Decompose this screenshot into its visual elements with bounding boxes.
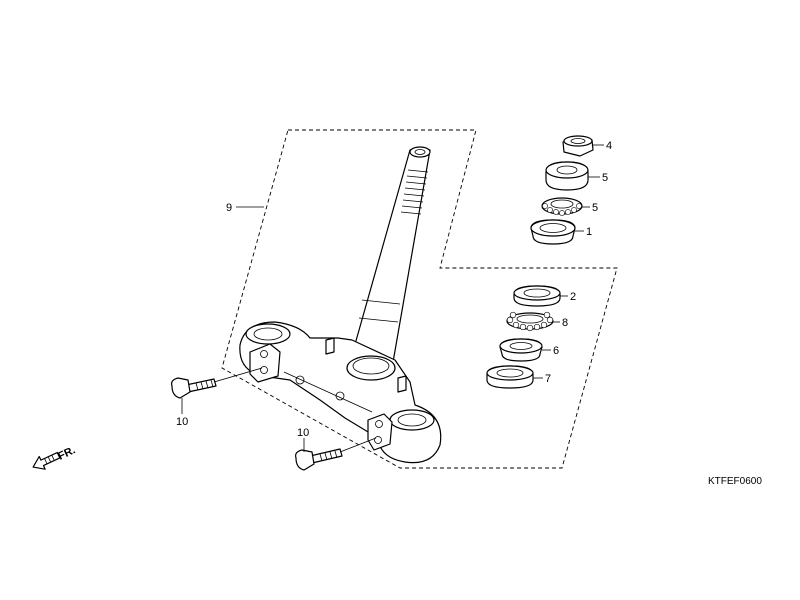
callout-5: 5 (602, 172, 608, 184)
front-arrow-icon (32, 451, 61, 470)
callout-10-left: 10 (176, 416, 188, 428)
dust-seal[interactable] (486, 365, 534, 389)
lock-nut[interactable] (562, 135, 594, 157)
ball-race[interactable] (499, 338, 543, 362)
leader-lines (181, 144, 604, 453)
steering-stem[interactable] (239, 146, 442, 464)
callout-2: 2 (570, 291, 576, 303)
callout-8: 8 (562, 317, 568, 329)
bolt-right[interactable] (295, 448, 343, 471)
cone-race-lower[interactable] (513, 285, 561, 307)
bolt-left[interactable] (171, 377, 217, 399)
callout-1: 1 (586, 226, 592, 238)
ball-bearing-upper[interactable] (541, 197, 583, 216)
callout-7: 7 (545, 373, 551, 385)
callout-9: 9 (226, 202, 232, 214)
diagram-code: KTFEF0600 (708, 476, 762, 487)
adjusting-nut[interactable] (545, 161, 589, 191)
front-direction-marker: FR. (32, 444, 77, 470)
cone-race-upper[interactable] (530, 219, 576, 245)
callout-6: 6 (553, 345, 559, 357)
ball-bearing-lower[interactable] (506, 311, 554, 332)
callout-4: 5 (592, 202, 598, 214)
callout-3: 4 (606, 140, 612, 152)
front-label: FR. (56, 444, 77, 462)
callout-labels: 4 5 5 1 2 8 6 7 9 10 10 (176, 140, 612, 439)
assembly-group-outline (221, 129, 618, 469)
callout-10-right: 10 (297, 427, 309, 439)
